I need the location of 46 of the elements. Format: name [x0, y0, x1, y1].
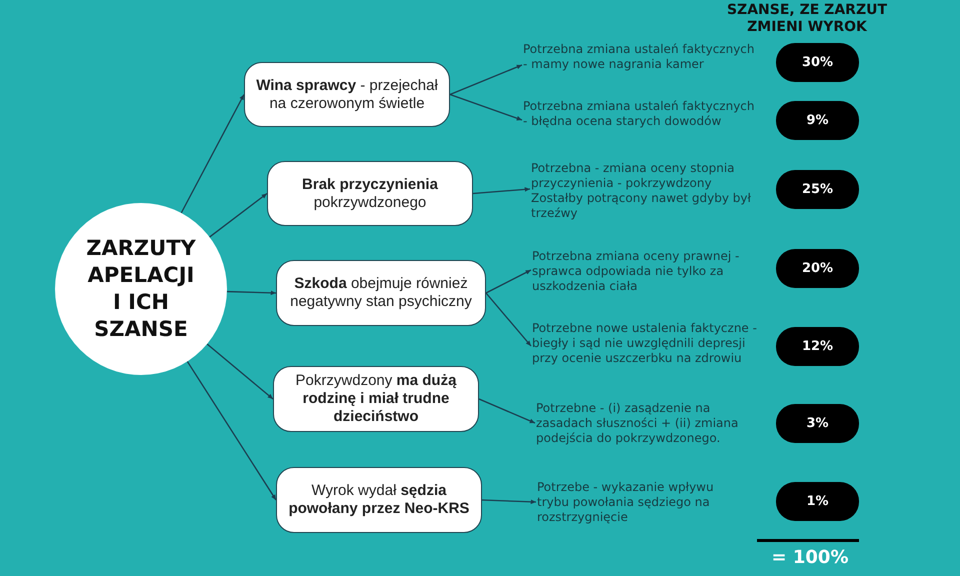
percent-pill	[776, 43, 859, 82]
argument-box	[276, 260, 486, 326]
percent-value: 3%	[806, 416, 829, 432]
argument-box	[273, 366, 479, 432]
percent-pill	[776, 249, 859, 288]
percent-value: 9%	[806, 112, 829, 128]
connector-arrow	[478, 398, 536, 424]
percent-value: 25%	[802, 182, 834, 198]
requirement-text: Potrzebne nowe ustalenia faktyczne - biegły i sąd nie uwzględnili depresji przy ocenie uszczerbku na zdrowiu	[532, 321, 757, 366]
connector-arrow	[450, 64, 522, 96]
requirement-text: Potrzebna - zmiana oceny stopnia przyczynienia - pokrzywdzony Zostałby potrącony nawet gdyby był trzeźwy	[531, 161, 753, 221]
requirement-text: Potrzebe - wykazanie wpływu trybu powołania sędziego na rozstrzygnięcie	[537, 480, 747, 525]
argument-box	[267, 161, 473, 226]
percent-value: 12%	[802, 338, 834, 354]
requirement-text: Potrzebna zmiana ustaleń faktycznych - błędna ocena starych dowodów	[523, 99, 755, 129]
requirement-text: Potrzebna zmiana ustaleń faktycznych - mamy nowe nagrania kamer	[523, 42, 755, 72]
argument-box	[276, 467, 482, 533]
percent-pill	[776, 327, 859, 366]
percent-pill	[776, 101, 859, 140]
connector-arrow	[486, 269, 532, 294]
argument-text: Brak przyczynienia pokrzywdzonego	[301, 176, 439, 212]
connector-arrow	[226, 290, 276, 296]
connector-arrow	[186, 361, 277, 500]
requirement-text: Potrzebna zmiana oceny prawnej - sprawca odpowiada nie tylko za uszkodzenia ciała	[532, 249, 757, 294]
argument-text: Wina sprawcy - przejechał na czerowonym świetle	[255, 76, 439, 112]
argument-box	[244, 62, 450, 127]
connector-arrow	[180, 94, 245, 214]
argument-text: Wyrok wydał sędzia powołany przez Neo-KRS	[288, 482, 470, 518]
percent-pill	[776, 482, 859, 521]
column-heading: SZANSE, ZE ZARZUT ZMIENI WYROK	[726, 2, 888, 36]
argument-text: Szkoda obejmuje również negatywny stan psychiczny	[289, 275, 473, 311]
requirement-text: Potrzebne - (i) zasądzenie na zasadach słuszności + (ii) zmiana podejścia do pokrzywdzonego.	[536, 401, 761, 446]
connector-arrow	[472, 187, 530, 194]
total-text: = 100%	[770, 547, 850, 569]
argument-text: Pokrzywdzony ma dużą rodzinę i miał trudne dzieciństwo	[294, 372, 458, 426]
percent-pill	[776, 170, 859, 209]
connector-arrow	[450, 94, 522, 121]
percent-value: 20%	[802, 260, 834, 276]
percent-value: 1%	[806, 494, 829, 510]
percent-value: 30%	[802, 54, 834, 70]
topic-title: ZARZUTY APELACJI I ICH SZANSE	[85, 235, 197, 343]
connector-arrow	[486, 292, 532, 346]
connector-arrow	[209, 192, 268, 238]
percent-pill	[776, 404, 859, 443]
connector-arrow	[482, 499, 536, 504]
connector-arrow	[206, 344, 274, 400]
